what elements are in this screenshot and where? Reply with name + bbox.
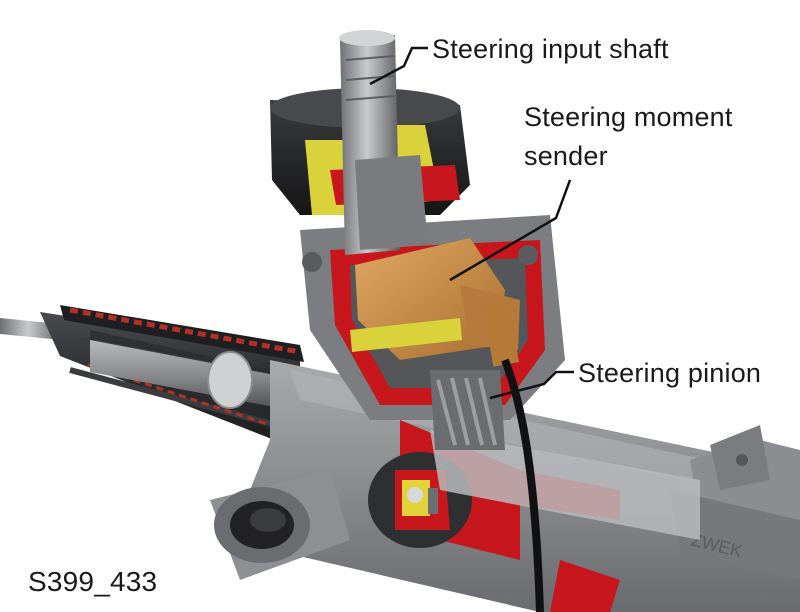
mounting-eye bbox=[210, 470, 350, 580]
bolt bbox=[302, 252, 322, 272]
leader-input-shaft bbox=[369, 46, 428, 86]
bolt bbox=[518, 245, 538, 265]
pinion-gear bbox=[430, 370, 505, 450]
label-moment-sender-line2: sender bbox=[524, 141, 608, 171]
label-pinion: Steering pinion bbox=[578, 358, 762, 388]
label-input-shaft: Steering input shaft bbox=[432, 34, 669, 64]
input-shaft bbox=[339, 30, 428, 255]
figure-code: S399_433 bbox=[28, 566, 158, 597]
sensor-cable bbox=[501, 358, 544, 612]
rack-tube bbox=[430, 430, 700, 540]
label-moment-sender-line1: Steering moment bbox=[524, 102, 733, 132]
leader-pinion bbox=[489, 370, 574, 400]
leader-moment-sender bbox=[449, 179, 572, 282]
